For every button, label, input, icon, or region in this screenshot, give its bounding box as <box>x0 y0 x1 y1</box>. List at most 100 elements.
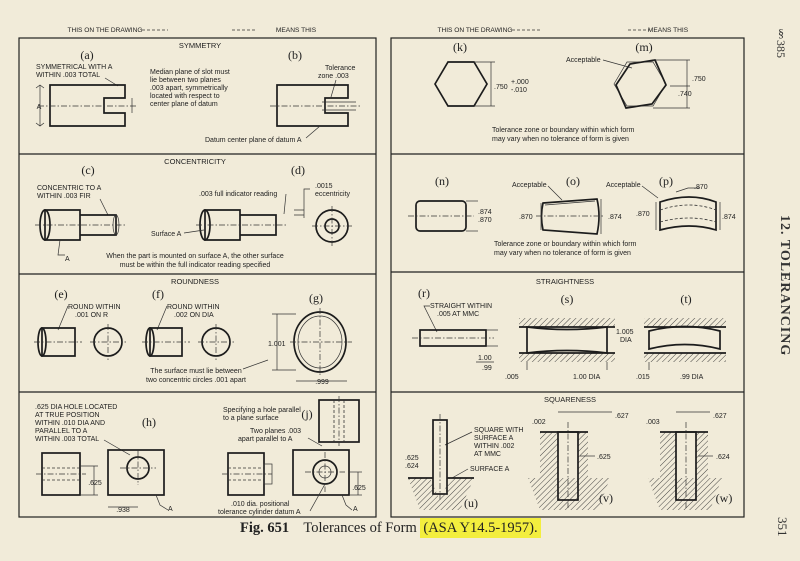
symmetry-note-line1: SYMMETRICAL WITH A <box>36 64 113 71</box>
section-number: §385 <box>773 26 788 58</box>
concentric-explain-2: must be within the full indicator readin… <box>120 262 271 269</box>
dim-015: .015 <box>636 374 650 381</box>
tolerance-zone-label-2: zone .003 <box>318 73 349 80</box>
straight-note-2: .005 AT MMC <box>437 311 479 318</box>
symmetry-explain-4: located with respect to <box>150 93 220 100</box>
fir-label: .003 full indicator reading <box>199 191 277 198</box>
figure-number: Fig. 651 <box>240 520 290 536</box>
symmetry-explain-2: lie between two planes <box>150 77 221 84</box>
datum-j-label: A <box>353 506 358 513</box>
dim-625-h: .625 <box>88 480 102 487</box>
position-panel: .625 DIA HOLE LOCATED AT TRUE POSITION W… <box>35 396 366 516</box>
concentricity-title: CONCENTRICITY <box>164 157 226 166</box>
roundness-explain-2: two concentric circles .001 apart <box>146 377 246 384</box>
concentricity-panel: CONCENTRICITY (c) (d) CONCENTRIC TO A WI… <box>35 157 352 269</box>
cylinder-explain-1: Tolerance zone or boundary within which … <box>494 241 637 248</box>
label-s: (s) <box>561 292 574 306</box>
concentric-explain-1: When the part is mounted on surface A, t… <box>106 253 284 260</box>
header-right-means: MEANS THIS <box>648 27 689 34</box>
header-right-drawing: THIS ON THE DRAWING <box>437 27 512 34</box>
label-b: (b) <box>288 48 302 62</box>
round-f-note-1: ROUND WITHIN <box>167 304 220 311</box>
dim-625-j: .625 <box>352 485 366 492</box>
dim-870-p-top: .870 <box>694 184 708 191</box>
concentric-note-2: WITHIN .003 FIR <box>37 193 91 200</box>
section-number-text: §385 <box>774 26 788 58</box>
positional-note-2: tolerance cylinder datum A <box>218 509 301 516</box>
hole-note-4: PARALLEL TO A <box>35 428 88 435</box>
symmetry-title: SYMMETRY <box>179 41 221 50</box>
dim-99-dia: .99 DIA <box>680 374 704 381</box>
positional-note-1: .010 dia. positional <box>231 501 290 508</box>
concentric-note-1: CONCENTRIC TO A <box>37 185 102 192</box>
roundness-title: ROUNDNESS <box>171 277 219 286</box>
header-left-means: MEANS THIS <box>276 27 317 34</box>
label-o: (o) <box>566 174 580 188</box>
dim-870-n: .870 <box>478 217 492 224</box>
tol-minus: -.010 <box>511 87 527 94</box>
straight-note-1: STRAIGHT WITHIN <box>430 303 492 310</box>
straightness-panel: STRAIGHTNESS (r) (s) (t) STRAIGHT WITHIN… <box>412 277 726 381</box>
dim-99-r: .99 <box>482 365 492 372</box>
dim-dia-t: DIA <box>620 337 632 344</box>
dim-1001: 1.001 <box>268 341 286 348</box>
eccentricity-value: .0015 <box>315 183 333 190</box>
symmetry-explain-5: center plane of datum <box>150 101 218 108</box>
surface-a-label: Surface A <box>151 231 182 238</box>
dim-870-o: .870 <box>519 214 533 221</box>
right-column-frame <box>390 37 745 518</box>
squareness-title: SQUARENESS <box>544 395 596 404</box>
datum-center-plane-label: Datum center plane of datum A <box>205 137 302 144</box>
symmetry-explain-3: .003 apart, symmetrically <box>150 85 228 92</box>
dim-625-v: .625 <box>597 454 611 461</box>
label-m: (m) <box>635 40 652 54</box>
hole-note-5: WITHIN .003 TOTAL <box>35 436 99 443</box>
cylinder-explain-2: may vary when no tolerance of form is gi… <box>494 250 631 257</box>
dim-870-p: .870 <box>636 211 650 218</box>
roundness-panel: ROUNDNESS (e) (f) (g) ROUND WITHIN .001 … <box>34 277 352 386</box>
square-note-2: SURFACE A <box>474 435 514 442</box>
dim-005: .005 <box>505 374 519 381</box>
dim-624-u: .624 <box>405 463 419 470</box>
dim-003: .003 <box>646 419 660 426</box>
roundness-explain-1: The surface must lie between <box>150 368 242 375</box>
two-planes-2: apart parallel to A <box>238 436 293 443</box>
hole-note-1: .625 DIA HOLE LOCATED <box>35 404 117 411</box>
surface-a-u: SURFACE A <box>470 466 510 473</box>
figure-caption: Fig. 651 Tolerances of Form (ASA Y14.5-1… <box>240 518 541 538</box>
dim-100-r: 1.00 <box>478 355 492 362</box>
hexagon-explain-1: Tolerance zone or boundary within which … <box>492 127 635 134</box>
acceptable-p: Acceptable <box>606 182 641 189</box>
dim-874-n: .874 <box>478 209 492 216</box>
label-g: (g) <box>309 291 323 305</box>
chapter-title-text: 12. TOLERANCING <box>777 215 792 357</box>
dim-002: .002 <box>532 419 546 426</box>
round-e-note-2: .001 ON R <box>75 312 108 319</box>
label-k: (k) <box>453 40 467 54</box>
specify-note-1: Specifying a hole parallel <box>223 407 301 414</box>
dim-100-dia: 1.00 DIA <box>573 374 601 381</box>
hole-note-3: WITHIN .010 DIA AND <box>35 420 105 427</box>
symmetry-panel: SYMMETRY (a) (b) SYMMETRICAL WITH A WITH… <box>35 41 360 144</box>
datum-c-label: A <box>65 256 70 263</box>
dim-1005: 1.005 <box>616 329 634 336</box>
dim-750-k: .750 <box>494 84 508 91</box>
tolerance-zone-label-1: Tolerance <box>325 65 355 72</box>
cylinders-panel: (n) (o) (p) .874 .870 Acceptable .870 .8… <box>408 174 736 257</box>
dim-874-p: .874 <box>722 214 736 221</box>
square-note-3: WITHIN .002 <box>474 443 515 450</box>
hexagon-panel: (k) (m) .750 +.000 -.010 Acceptable .750… <box>434 40 706 143</box>
acceptable-o: Acceptable <box>512 182 547 189</box>
datum-h-label: A <box>168 506 173 513</box>
label-p: (p) <box>659 174 673 188</box>
round-e-note-1: ROUND WITHIN <box>68 304 121 311</box>
datum-a-label: A <box>37 104 42 111</box>
label-v: (v) <box>599 491 613 505</box>
dim-624-w: .624 <box>716 454 730 461</box>
two-planes-1: Two planes .003 <box>250 428 301 435</box>
dim-627-v: .627 <box>615 413 629 420</box>
symmetry-note-line2: WITHIN .003 TOTAL <box>36 72 100 79</box>
label-t: (t) <box>680 292 691 306</box>
